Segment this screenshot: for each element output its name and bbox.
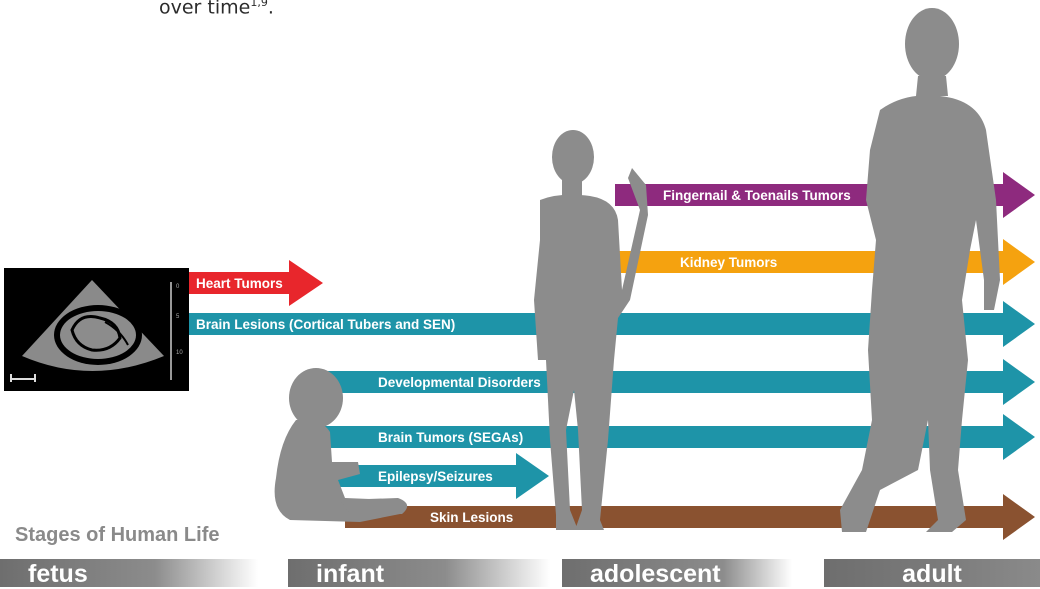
- stage-infant: infant: [288, 559, 550, 588]
- tsc-manifestation-timeline: 0 5 10 Fingernail & Toenails Tumors Kidn…: [4, 8, 1035, 540]
- stage-label: fetus: [28, 560, 88, 588]
- arrow-label: Heart Tumors: [196, 276, 283, 291]
- arrow-developmental-disorders: Developmental Disorders: [322, 359, 1035, 405]
- adult-silhouette: [840, 8, 1000, 532]
- intro-text: over time1,9.: [159, 0, 274, 22]
- adolescent-silhouette: [534, 130, 648, 530]
- stage-label: adult: [902, 560, 962, 588]
- stage-fetus: fetus: [0, 559, 258, 588]
- arrow-skin-lesions: Skin Lesions: [345, 494, 1035, 540]
- intro-line: over time: [159, 0, 251, 19]
- stage-adolescent: adolescent: [562, 559, 792, 588]
- stage-label: infant: [316, 560, 385, 588]
- arrow-kidney-tumors: Kidney Tumors: [615, 239, 1035, 285]
- arrow-epilepsy-seizures: Epilepsy/Seizures: [322, 453, 549, 499]
- stage-label: adolescent: [590, 560, 721, 588]
- ultrasound-image: 0 5 10: [4, 268, 189, 391]
- infant-silhouette: [274, 368, 408, 522]
- arrow-label: Brain Lesions (Cortical Tubers and SEN): [196, 317, 455, 332]
- arrow-label: Kidney Tumors: [680, 255, 777, 270]
- stages-title: Stages of Human Life: [15, 524, 220, 546]
- ultrasound-tick-5: 5: [176, 314, 180, 320]
- ultrasound-tick-10: 10: [176, 350, 183, 356]
- arrow-label: Brain Tumors (SEGAs): [378, 430, 523, 445]
- arrow-label: Fingernail & Toenails Tumors: [663, 188, 851, 203]
- intro-reference: 1,9: [250, 0, 268, 9]
- arrow-label: Skin Lesions: [430, 510, 513, 525]
- arrow-fingernail-toenails-tumors: Fingernail & Toenails Tumors: [615, 172, 1035, 218]
- arrow-label: Epilepsy/Seizures: [378, 469, 493, 484]
- arrow-label: Developmental Disorders: [378, 375, 541, 390]
- stage-adult: adult: [824, 559, 1040, 588]
- arrow-heart-tumors: Heart Tumors: [189, 260, 323, 306]
- arrow-brain-tumors-segas: Brain Tumors (SEGAs): [322, 414, 1035, 460]
- ultrasound-tick-0: 0: [176, 284, 180, 290]
